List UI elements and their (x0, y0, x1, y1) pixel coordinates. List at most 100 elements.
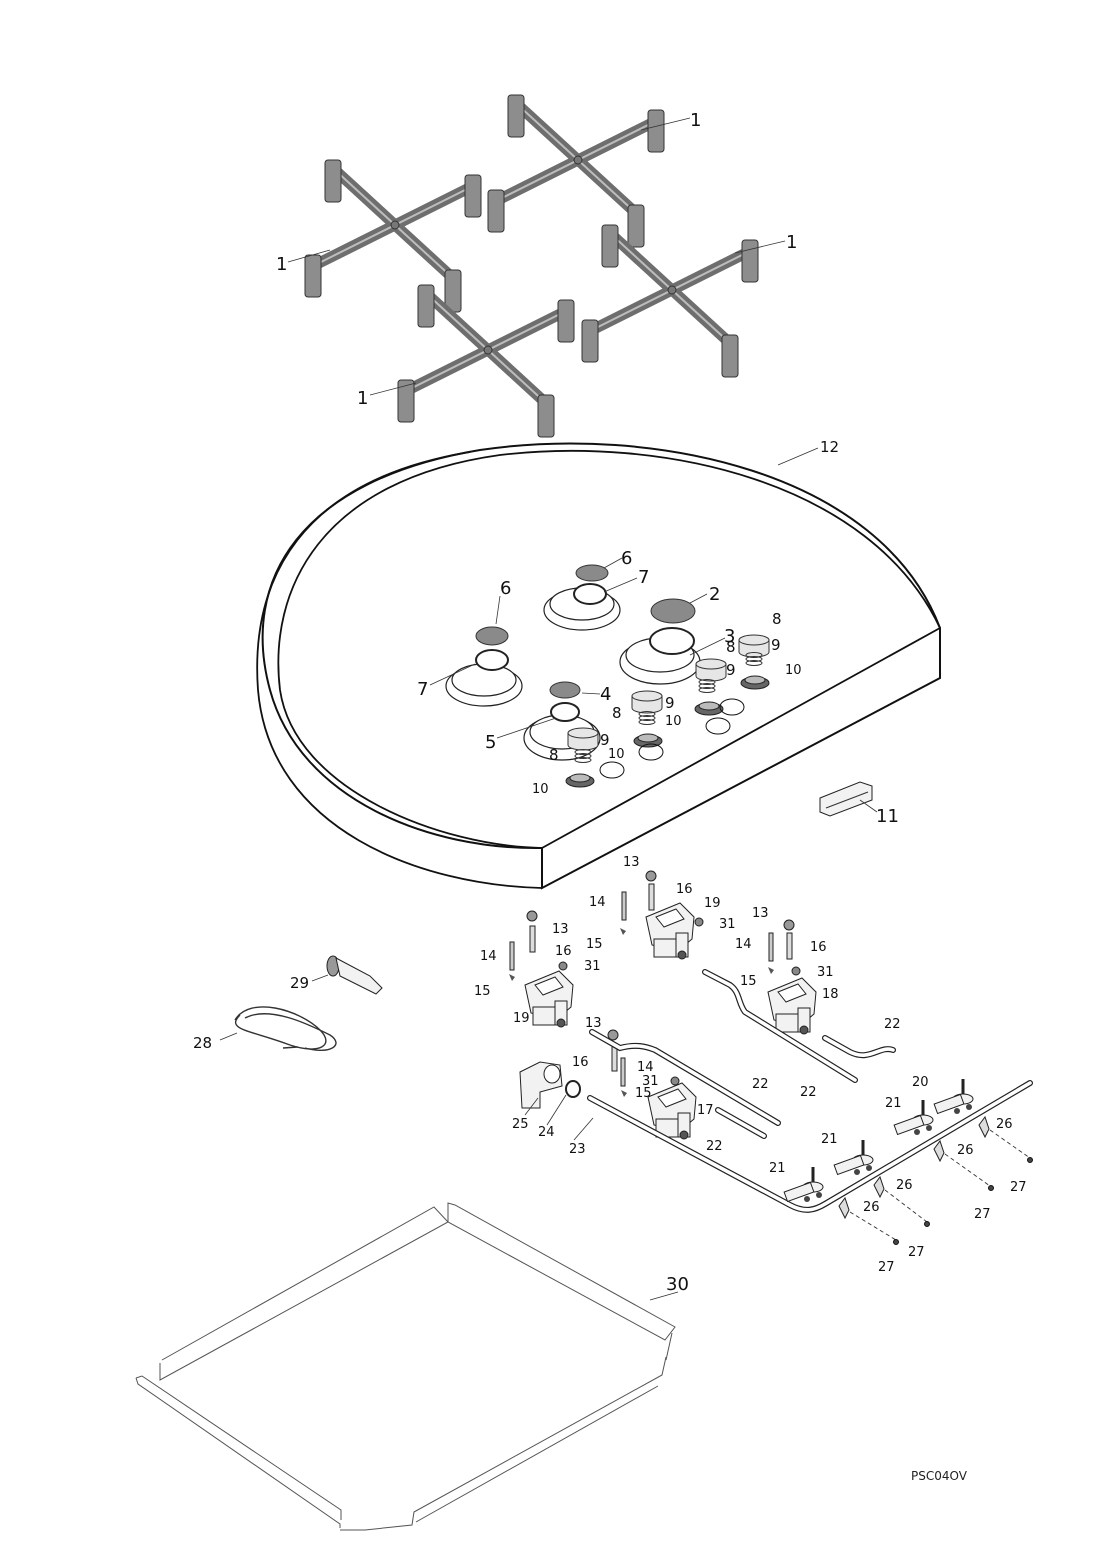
injector (670, 1076, 680, 1086)
gas-valve (932, 1077, 975, 1116)
callout-grate: 1 (357, 388, 368, 409)
electrode-nut (526, 910, 538, 922)
bottom-tray (135, 1202, 676, 1531)
callout-pipe: 22 (752, 1077, 769, 1092)
callout-screw: 27 (1010, 1180, 1027, 1195)
thermocouple-clip (620, 928, 626, 935)
callout-grate: 1 (786, 232, 797, 253)
callout-nut: 13 (752, 906, 769, 921)
callout-nut: 13 (585, 1016, 602, 1031)
callout-support: 26 (996, 1117, 1013, 1132)
ignition-wire (234, 1006, 337, 1052)
pan-support-grate (488, 95, 664, 247)
callout-clip: 15 (635, 1086, 652, 1101)
callout-bezel: 10 (665, 714, 682, 729)
callout-electrode: 16 (676, 882, 693, 897)
callout-valve: 21 (821, 1132, 838, 1147)
knob-bezel (565, 773, 595, 788)
callout-knob: 8 (726, 638, 736, 656)
callout-clip: 15 (474, 984, 491, 999)
callout-grate: 1 (276, 254, 287, 275)
control-knob (695, 658, 727, 682)
gas-pipe (822, 1035, 896, 1059)
knob-bezel (740, 675, 770, 690)
callout-manifold: 23 (569, 1142, 586, 1157)
burner-left (445, 626, 523, 707)
callout-hob-top: 12 (820, 438, 839, 456)
electrode-nut (783, 919, 795, 931)
pan-support-grate (305, 160, 481, 312)
mounting-screw (988, 1185, 994, 1191)
burner-large (619, 598, 701, 685)
ignition-switch (326, 955, 383, 995)
valve-support (978, 1116, 990, 1138)
callout-knob: 8 (772, 610, 782, 628)
callout-electrode: 16 (810, 940, 827, 955)
burner-cup (524, 970, 574, 1028)
gas-manifold (587, 1080, 1033, 1213)
callout-spring: 9 (726, 661, 736, 679)
callout-bezel: 10 (608, 747, 625, 762)
callout-knob: 8 (612, 704, 622, 722)
electrode-nut (645, 870, 657, 882)
callout-support: 26 (863, 1200, 880, 1215)
injector (694, 917, 704, 927)
gas-pipe (589, 1029, 781, 1126)
callout-cup: 17 (697, 1103, 714, 1118)
elbow-fitting (519, 1061, 563, 1109)
mounting-bracket (819, 781, 873, 817)
control-knob (567, 727, 599, 751)
callout-screw: 27 (974, 1207, 991, 1222)
callout-pipe: 22 (706, 1139, 723, 1154)
callout-bottom-tray: 30 (666, 1274, 689, 1295)
callout-elbow: 25 (512, 1117, 529, 1132)
callout-support: 26 (896, 1178, 913, 1193)
callout-spring: 9 (665, 694, 675, 712)
callout-bezel: 10 (532, 782, 549, 797)
callout-cup: 19 (513, 1011, 530, 1026)
callout-pipe: 22 (884, 1017, 901, 1032)
injector (558, 961, 568, 971)
mounting-screw (1027, 1157, 1033, 1163)
control-knob (738, 634, 770, 658)
callout-knob: 8 (549, 746, 559, 764)
electrode-nut (607, 1029, 619, 1041)
callout-cap: 6 (621, 548, 632, 569)
thermocouple-clip (509, 974, 515, 981)
callout-support: 26 (957, 1143, 974, 1158)
callout-screw: 27 (908, 1245, 925, 1260)
callout-ignition-switch: 29 (290, 974, 309, 992)
callout-injector: 31 (817, 965, 834, 980)
callout-grate: 1 (690, 110, 701, 131)
callout-injector: 31 (642, 1074, 659, 1089)
callout-spring: 9 (600, 731, 610, 749)
pan-support-grate (582, 225, 758, 377)
callout-large-burner: 3 (724, 626, 735, 647)
callout-cup: 18 (822, 987, 839, 1002)
callout-cap: 6 (500, 578, 511, 599)
thermocouple-clip (768, 967, 774, 974)
thermocouple (509, 941, 515, 971)
callout-electrode: 16 (572, 1055, 589, 1070)
ignition-electrode (786, 932, 793, 960)
valve-support (933, 1140, 945, 1162)
callout-thermocouple: 14 (735, 937, 752, 952)
callout-burner: 7 (638, 567, 649, 588)
callout-small-burner: 5 (485, 732, 496, 753)
drawing-code: PSC04OV (911, 1469, 967, 1483)
callout-wire: 28 (193, 1034, 212, 1052)
thermocouple (620, 1057, 626, 1087)
ignition-electrode (648, 883, 655, 911)
callout-electrode: 16 (555, 944, 572, 959)
burner-cup (645, 902, 695, 960)
hob-top (256, 442, 941, 890)
gas-valve (832, 1138, 875, 1177)
callout-bracket: 11 (876, 806, 899, 827)
pan-support-grate (398, 285, 574, 437)
callout-valve: 21 (769, 1161, 786, 1176)
callout-washer: 24 (538, 1125, 555, 1140)
callout-screw: 27 (878, 1260, 895, 1275)
knob-bezel (694, 701, 724, 716)
callout-thermocouple: 14 (637, 1060, 654, 1075)
